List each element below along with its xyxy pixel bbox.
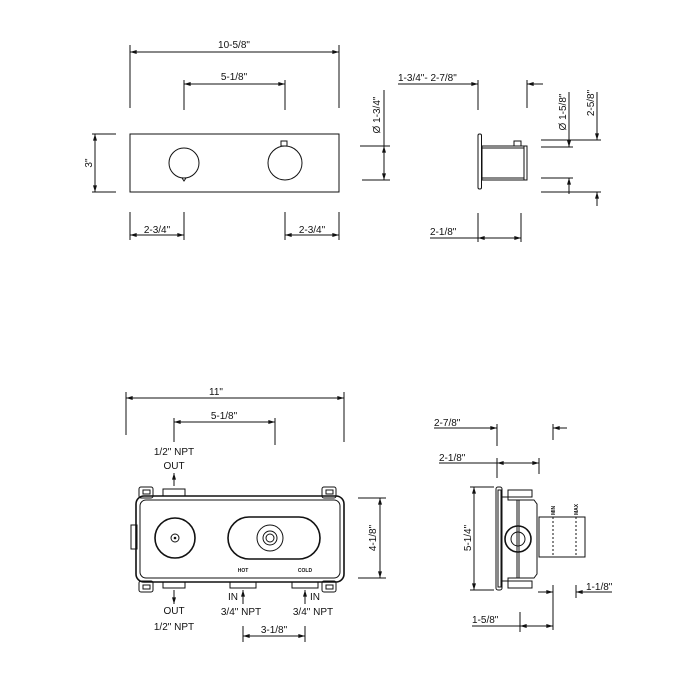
trim-plate bbox=[129, 133, 340, 193]
inlet-spacing-label: 3-1/8" bbox=[261, 625, 288, 636]
right-offset-label: 2-3/4" bbox=[299, 225, 326, 236]
hot-inlet-label: IN bbox=[228, 592, 238, 603]
valve-side-height-label: 5-1/4" bbox=[463, 524, 474, 551]
left-offset-label: 2-3/4" bbox=[144, 225, 171, 236]
bottom-outlet-label: OUT bbox=[163, 606, 184, 617]
front-trim-view: 10-5/8" 5-1/8" 3" 2-3/4" 2-3/4" bbox=[84, 40, 340, 240]
min-label: MIN bbox=[551, 505, 557, 515]
valve-front-view: 11" 5-1/8" 1/2" NPT OUT HOT COLD OUT 1/2… bbox=[125, 387, 386, 642]
valve-side-view: 2-7/8" 2-1/8" MIN MAX 5-1/4" 1-1/8" 1-5/… bbox=[434, 418, 613, 632]
cold-inlet-size: 3/4" NPT bbox=[293, 607, 333, 618]
diameter-symbol: Ø bbox=[558, 122, 569, 130]
thermostatic-handle bbox=[267, 145, 303, 181]
adjust-range-label: 1-1/8" bbox=[586, 582, 613, 593]
cold-inlet-label: IN bbox=[310, 592, 320, 603]
hot-marker: HOT bbox=[238, 568, 249, 574]
min-depth-label: 1-5/8" bbox=[472, 615, 499, 626]
valve-height-label: 4-1/8" bbox=[368, 524, 379, 551]
top-outlet-size: 1/2" NPT bbox=[154, 447, 194, 458]
diverter-cartridge bbox=[154, 517, 196, 559]
diameter-symbol: Ø bbox=[372, 125, 383, 133]
svg-text:Ø 1-3/4": Ø 1-3/4" bbox=[372, 96, 383, 133]
max-label: MAX bbox=[574, 503, 580, 515]
top-outlet-label: OUT bbox=[163, 461, 184, 472]
diverter-handle bbox=[168, 147, 200, 179]
body-depth-label: 2-1/8" bbox=[439, 453, 466, 464]
adjustment-stem bbox=[538, 516, 586, 558]
overall-width-label: 10-5/8" bbox=[218, 40, 250, 51]
handle-spacing-label: 5-1/8" bbox=[221, 72, 248, 83]
bottom-outlet-size: 1/2" NPT bbox=[154, 622, 194, 633]
thermostatic-cartridge-opening bbox=[227, 516, 321, 560]
svg-text:Ø 1-5/8": Ø 1-5/8" bbox=[558, 93, 569, 130]
max-depth-label: 2-7/8" bbox=[434, 418, 461, 429]
trim-diameter-label: 1-5/8" bbox=[558, 93, 569, 120]
handle-depth-label: 2-1/8" bbox=[430, 227, 457, 238]
trim-height-label: 2-5/8" bbox=[586, 89, 597, 116]
wall-depth-range-label: 1-3/4"- 2-7/8" bbox=[398, 73, 457, 84]
cold-marker: COLD bbox=[298, 568, 313, 574]
handle-diameter-label: 1-3/4" bbox=[372, 96, 383, 123]
valve-width-label: 11" bbox=[209, 387, 223, 398]
hot-inlet-size: 3/4" NPT bbox=[221, 607, 261, 618]
side-trim-view: Ø 1-3/4" 1-3/4"- 2-7/8" 2-1/8" Ø 1-5/8" … bbox=[360, 73, 601, 242]
outlet-spacing-label: 5-1/8" bbox=[211, 411, 238, 422]
height-label: 3" bbox=[84, 158, 95, 168]
